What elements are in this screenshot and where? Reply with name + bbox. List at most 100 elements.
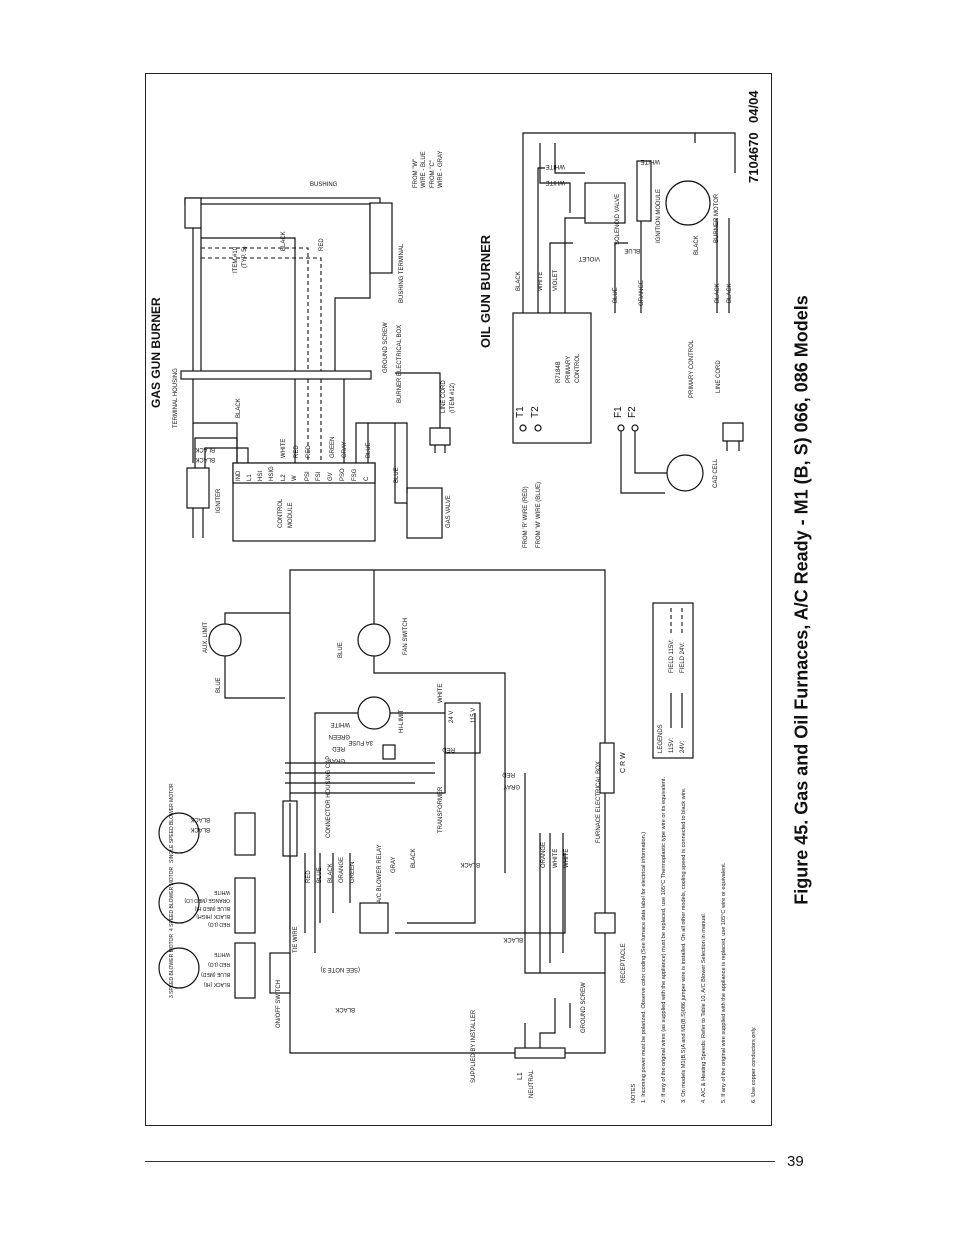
aux-limit-label: AUX. LIMIT xyxy=(203,622,209,653)
note-2: 2. If any of the original wires (as supp… xyxy=(661,776,667,1103)
svg-text:BLACK: BLACK xyxy=(516,271,522,291)
single-speed-label: SINGLE SPEED BLOWER MOTOR xyxy=(169,783,175,863)
svg-text:BLACK: BLACK xyxy=(460,861,480,867)
three-speed-motor xyxy=(158,947,200,989)
figure-frame xyxy=(145,73,772,1126)
svg-text:ORANGE (MED LO): ORANGE (MED LO) xyxy=(184,897,230,903)
primary-label: PRIMARY xyxy=(566,356,572,383)
note-6: 6. Use copper conductors only. xyxy=(751,1026,757,1103)
svg-text:BLUE: BLUE xyxy=(394,467,400,483)
svg-text:FSG: FSG xyxy=(352,468,358,481)
svg-text:RED: RED xyxy=(442,746,455,752)
svg-text:WHITE: WHITE xyxy=(213,951,230,957)
svg-text:BLACK: BLACK xyxy=(190,826,210,832)
line-cord-item: (ITEM #12) xyxy=(450,383,456,413)
hi-limit xyxy=(357,696,391,730)
fuse-label: 3A FUSE xyxy=(348,739,373,745)
primary-control-label: PRIMARY CONTROL xyxy=(689,339,695,398)
svg-text:GRAY: GRAY xyxy=(342,441,348,458)
svg-text:FSI: FSI xyxy=(316,471,322,481)
f2-label: F2 xyxy=(627,406,638,418)
svg-text:ORANGE: ORANGE xyxy=(541,842,547,868)
gas-valve xyxy=(406,487,443,539)
f1-label: F1 xyxy=(613,406,624,418)
svg-text:WHITE: WHITE xyxy=(553,849,559,868)
svg-text:W: W xyxy=(292,475,298,481)
gas-gun-title: GAS GUN BURNER xyxy=(149,297,163,408)
primary-control-box xyxy=(512,312,592,444)
crw-label: C R W xyxy=(620,752,627,773)
igniter xyxy=(186,467,210,509)
from-r-label: FROM 'R' WIRE (RED) xyxy=(523,486,529,548)
cad-cell xyxy=(666,454,704,492)
svg-text:ORANGE: ORANGE xyxy=(639,280,645,306)
wire-gray-label: WIRE - GRAY xyxy=(438,150,444,188)
svg-text:PSI: PSI xyxy=(305,471,311,481)
svg-text:L2: L2 xyxy=(281,474,287,481)
solenoid-valve xyxy=(584,182,626,224)
solenoid-label: SOLENOID VALVE xyxy=(615,194,621,245)
ignition-label: IGNITION MODULE xyxy=(656,189,662,243)
svg-text:BLACK: BLACK xyxy=(328,863,334,883)
receptacle xyxy=(594,912,616,934)
on-off-label: ON/OFF SWITCH xyxy=(276,980,282,1028)
legend-title: LEGENDS xyxy=(658,724,664,753)
svg-text:GV: GV xyxy=(328,472,334,481)
control-module-label: CONTROL xyxy=(278,498,284,528)
burner-box xyxy=(369,202,393,274)
svg-text:BLACK: BLACK xyxy=(715,283,721,303)
control-terminals: IND L1 HSI HSIG L2 W PSI FSI GV PSO FSG … xyxy=(232,462,376,484)
cad-cell-label: CAD CELL xyxy=(713,458,719,488)
oil-line-cord-label: LINE CORD xyxy=(716,360,722,393)
svg-text:BLACK: BLACK xyxy=(335,1006,355,1012)
svg-text:WHITE: WHITE xyxy=(438,684,444,703)
svg-text:WHITE: WHITE xyxy=(641,158,660,164)
svg-text:BLACK: BLACK xyxy=(190,816,210,822)
svg-text:VIOLET: VIOLET xyxy=(578,255,600,261)
svg-text:GRAY: GRAY xyxy=(503,783,520,789)
lower-diagram: FURNACE ELECTRICAL BOX C R W RECEPTACLE … xyxy=(158,569,627,1098)
svg-text:BLACK: BLACK xyxy=(694,235,700,255)
ac-relay-label: A/C BLOWER RELAY xyxy=(377,844,383,903)
svg-text:GREEN: GREEN xyxy=(350,862,356,883)
four-speed-label: 4 SPEED BLOWER MOTOR xyxy=(169,867,175,931)
bushing-label: BUSHING xyxy=(310,182,338,188)
svg-text:BLACK: BLACK xyxy=(195,446,215,452)
svg-text:BLUE: BLUE xyxy=(317,867,323,883)
igniter-label: IGNITER xyxy=(216,488,222,513)
figure-date: 04/04 xyxy=(746,90,761,123)
svg-text:WHITE: WHITE xyxy=(281,439,287,458)
from-w-label: FROM 'W' WIRE (BLUE) xyxy=(536,482,542,548)
svg-text:VIOLET: VIOLET xyxy=(553,269,559,291)
transformer-label: TRANSFORMER xyxy=(438,786,444,833)
fuse xyxy=(382,744,396,760)
control-module-label-2: MODULE xyxy=(288,502,294,528)
notes-title: NOTES xyxy=(631,1083,637,1103)
svg-text:WHITE: WHITE xyxy=(213,889,230,895)
motor-color-labels: WHITE ORANGE (MED LO) BLUE (MED HI) BLAC… xyxy=(184,889,230,987)
svg-text:GREEN: GREEN xyxy=(330,437,336,458)
svg-text:BLACK: BLACK xyxy=(236,398,242,418)
gas-gun-burner: GAS GUN BURNER IND L1 HSI HSIG L2 W PSI … xyxy=(149,150,456,542)
svg-text:GRAY: GRAY xyxy=(328,757,345,763)
hi-limit-label: HI-LIMIT xyxy=(399,709,405,733)
note-1: 1. Incoming power must be polarized. Obs… xyxy=(641,832,647,1103)
burner-box-label: BURNER ELECTRICAL BOX xyxy=(397,325,403,403)
svg-text:WHITE: WHITE xyxy=(331,721,350,727)
svg-text:C: C xyxy=(364,476,370,481)
svg-text:HSI: HSI xyxy=(258,471,264,481)
svg-text:RED (LO): RED (LO) xyxy=(208,961,230,967)
burner-motor-label: BURNER MOTOR xyxy=(714,193,720,243)
svg-text:RED: RED xyxy=(294,445,300,458)
bushing-bar xyxy=(180,370,372,380)
svg-text:HSIG: HSIG xyxy=(269,466,275,481)
t2-label: T2 xyxy=(530,406,541,418)
oil-wire-labels: BLACK WHITE VIOLET BLUE ORANGE BLACK BLA… xyxy=(516,158,733,306)
item10-sub: (TYP. 5) xyxy=(242,246,248,268)
svg-text:RED: RED xyxy=(332,745,345,751)
svg-text:L1: L1 xyxy=(247,474,253,481)
note-4: 4. A/C & Heating Speeds: Refer to Table … xyxy=(701,912,707,1103)
svg-text:BLACK (HIGH): BLACK (HIGH) xyxy=(196,913,230,919)
svg-text:BLUE: BLUE xyxy=(613,287,619,303)
svg-text:ORANGE: ORANGE xyxy=(339,857,345,883)
